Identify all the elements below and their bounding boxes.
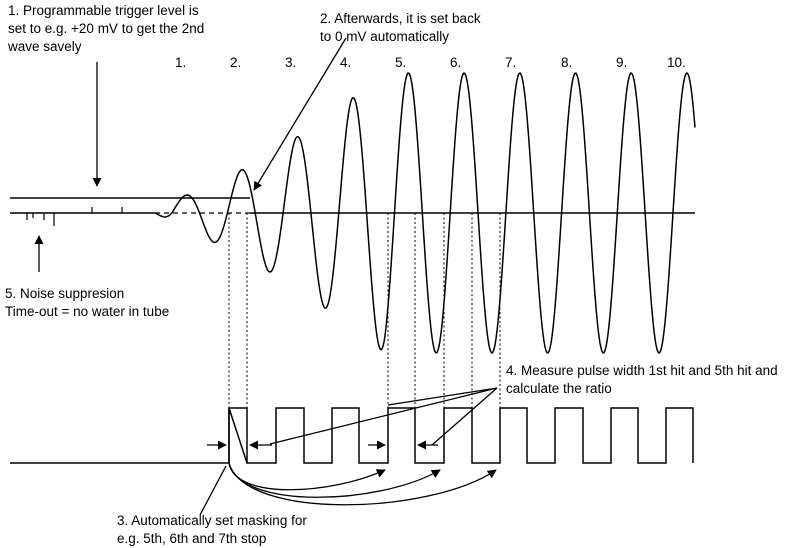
masking-annotation: 3. Automatically set masking for e.g. 5t… (117, 512, 307, 548)
wave-number: 4. (340, 55, 352, 70)
measure-annotation: 4. Measure pulse width 1st hit and 5th h… (506, 362, 778, 398)
wave-number: 2. (230, 55, 242, 70)
noise-ticks (26, 207, 123, 226)
masking-line-1: 3. Automatically set masking for (117, 513, 307, 528)
wave-number: 1. (175, 55, 187, 70)
trigger-level-line-1: 1. Programmable trigger level is (8, 3, 199, 18)
wave-number: 7. (505, 55, 517, 70)
wave-number: 5. (395, 55, 407, 70)
annotation-arrows (34, 37, 498, 516)
measure-line-2: calculate the ratio (506, 381, 612, 396)
wave-number: 9. (616, 55, 628, 70)
noise-line-1: 5. Noise suppresion (5, 286, 125, 301)
noise-line-2: Time-out = no water in tube (5, 304, 170, 319)
measure-line-1: 4. Measure pulse width 1st hit and 5th h… (506, 363, 778, 378)
projection-lines (228, 213, 501, 463)
noise-annotation: 5. Noise suppresion Time-out = no water … (5, 285, 169, 321)
wave-number: 8. (561, 55, 573, 70)
trigger-level-annotation: 1. Programmable trigger level is set to … (8, 2, 204, 56)
received-signal-wave (154, 72, 696, 355)
masking-line-2: e.g. 5th, 6th and 7th stop (117, 531, 267, 546)
wave-number: 6. (450, 55, 462, 70)
wave-number: 3. (285, 55, 297, 70)
set-back-annotation: 2. Afterwards, it is set back to 0 mV au… (320, 10, 481, 46)
pulse-train (10, 407, 694, 464)
trigger-level-line-3: wave savely (8, 39, 82, 54)
trigger-level-line-2: set to e.g. +20 mV to get the 2nd (8, 21, 205, 36)
wave-number: 10. (667, 55, 686, 70)
set-back-line-2: to 0 mV automatically (320, 29, 450, 44)
set-back-line-1: 2. Afterwards, it is set back (320, 11, 481, 26)
first-pulse (228, 407, 248, 463)
